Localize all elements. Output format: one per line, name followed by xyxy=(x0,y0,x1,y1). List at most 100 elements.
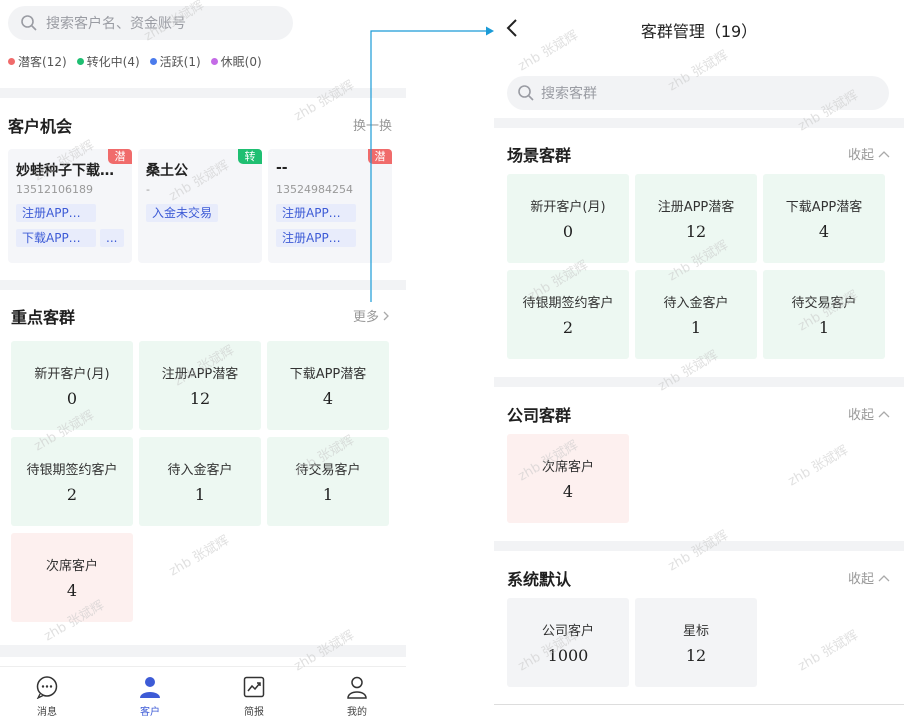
chevron-right-icon xyxy=(383,311,389,320)
refresh-button[interactable]: 换一换 xyxy=(353,119,393,134)
opportunity-card[interactable]: 转 桑土公 - 入金未交易 xyxy=(138,149,262,263)
group-card[interactable]: 注册APP潜客 12 xyxy=(635,174,757,263)
group-count: 12 xyxy=(189,389,211,408)
group-count: 2 xyxy=(562,318,574,337)
group-label: 注册APP潜客 xyxy=(657,200,735,215)
group-count: 4 xyxy=(818,222,830,241)
group-count: 2 xyxy=(66,485,78,504)
watermark-text: zhb 张斌辉 xyxy=(291,78,357,125)
tab-briefing[interactable]: 简报 xyxy=(224,675,284,718)
tab-messages[interactable]: 消息 xyxy=(17,675,77,718)
collapse-system-button[interactable]: 收起 xyxy=(848,568,890,587)
status-dot-icon xyxy=(149,57,157,65)
collapse-label: 收起 xyxy=(847,572,874,587)
group-label: 待交易客户 xyxy=(791,296,857,311)
back-arrow-icon[interactable] xyxy=(504,18,520,38)
group-card[interactable]: 待入金客户 1 xyxy=(139,437,261,526)
opportunity-card[interactable]: 潜 妙蛙种子下载… 13512106189 注册APP… 下载APP… ... xyxy=(8,149,132,263)
customer-tag: 注册APP… xyxy=(276,229,356,247)
section-divider xyxy=(0,280,406,290)
customer-phone: 13524984254 xyxy=(276,183,353,196)
page-title: 客群管理（19） xyxy=(640,22,758,41)
customer-status-legend: 潜客(12) 转化中(4) 活跃(1) 休眠(0) xyxy=(8,56,272,70)
customer-tag: 下载APP… xyxy=(16,229,96,247)
group-card[interactable]: 新开客户(月) 0 xyxy=(11,341,133,430)
group-card[interactable]: 新开客户(月) 0 xyxy=(507,174,629,263)
group-count: 1 xyxy=(194,485,206,504)
system-groups-title: 系统默认 xyxy=(507,570,572,589)
group-card[interactable]: 待银期签约客户 2 xyxy=(11,437,133,526)
group-count: 0 xyxy=(66,389,78,408)
search-icon xyxy=(21,15,37,31)
section-divider xyxy=(494,377,904,387)
legend-item[interactable]: 潜客(12) xyxy=(8,56,67,70)
group-label: 次席客户 xyxy=(45,559,98,574)
status-badge: 潜 xyxy=(108,149,132,164)
section-divider xyxy=(0,645,406,657)
group-count: 12 xyxy=(685,222,707,241)
legend-item[interactable]: 转化中(4) xyxy=(76,56,140,70)
group-label: 待入金客户 xyxy=(167,463,233,478)
chevron-up-icon xyxy=(878,574,890,581)
tab-customers[interactable]: 客户 xyxy=(120,675,180,718)
customer-name: 桑土公 xyxy=(146,163,188,179)
legend-item[interactable]: 活跃(1) xyxy=(149,56,201,70)
group-count: 12 xyxy=(685,646,707,665)
tab-label: 客户 xyxy=(140,707,160,718)
group-label: 待交易客户 xyxy=(295,463,361,478)
customer-tag: 注册APP… xyxy=(16,204,96,222)
chevron-up-icon xyxy=(878,410,890,417)
status-dot-icon xyxy=(210,57,218,65)
group-card[interactable]: 待入金客户 1 xyxy=(635,270,757,359)
arrow-head-icon xyxy=(486,26,494,36)
group-label: 星标 xyxy=(682,624,709,639)
group-count: 0 xyxy=(562,222,574,241)
tab-profile[interactable]: 我的 xyxy=(327,675,387,718)
section-divider xyxy=(0,88,406,98)
group-search-input[interactable]: 搜索客群 xyxy=(507,76,889,110)
group-card[interactable]: 待交易客户 1 xyxy=(763,270,885,359)
collapse-label: 收起 xyxy=(847,148,874,163)
legend-item[interactable]: 休眠(0) xyxy=(210,56,262,70)
status-badge: 转 xyxy=(238,149,262,164)
section-divider xyxy=(494,541,904,551)
customer-search-input[interactable]: 搜索客户名、资金账号 xyxy=(8,6,293,40)
status-dot-icon xyxy=(8,57,15,65)
scene-groups-title: 场景客群 xyxy=(507,146,572,165)
group-label: 待入金客户 xyxy=(663,296,729,311)
collapse-label: 收起 xyxy=(847,408,874,423)
group-card[interactable]: 注册APP潜客 12 xyxy=(139,341,261,430)
tab-label: 我的 xyxy=(347,707,367,718)
section-divider xyxy=(494,704,904,724)
group-count: 1000 xyxy=(547,646,589,665)
nav-bar: 客群管理（19） xyxy=(494,0,904,58)
more-tags: ... xyxy=(100,229,124,247)
profile-icon xyxy=(347,676,367,699)
more-link[interactable]: 更多 xyxy=(353,306,390,325)
group-label: 注册APP潜客 xyxy=(161,367,239,382)
collapse-scene-button[interactable]: 收起 xyxy=(848,144,890,163)
company-groups-title: 公司客群 xyxy=(507,406,572,425)
group-label: 新开客户(月) xyxy=(530,200,606,215)
collapse-company-button[interactable]: 收起 xyxy=(848,404,890,423)
group-count: 1 xyxy=(818,318,830,337)
opportunity-card[interactable]: 潜 -- 13524984254 注册APP… 注册APP… xyxy=(268,149,392,263)
group-card[interactable]: 星标 12 xyxy=(635,598,757,687)
search-icon xyxy=(518,85,534,101)
group-label: 新开客户(月) xyxy=(34,367,110,382)
group-label: 次席客户 xyxy=(541,460,594,475)
chart-icon xyxy=(243,676,265,698)
customer-home-screen: 搜索客户名、资金账号 潜客(12) 转化中(4) 活跃(1) 休眠(0) 客户机… xyxy=(0,0,406,724)
group-count: 1 xyxy=(690,318,702,337)
watermark-text: zhb 张斌辉 xyxy=(166,533,232,580)
group-label: 待银期签约客户 xyxy=(26,463,118,478)
customer-phone: - xyxy=(146,183,150,196)
